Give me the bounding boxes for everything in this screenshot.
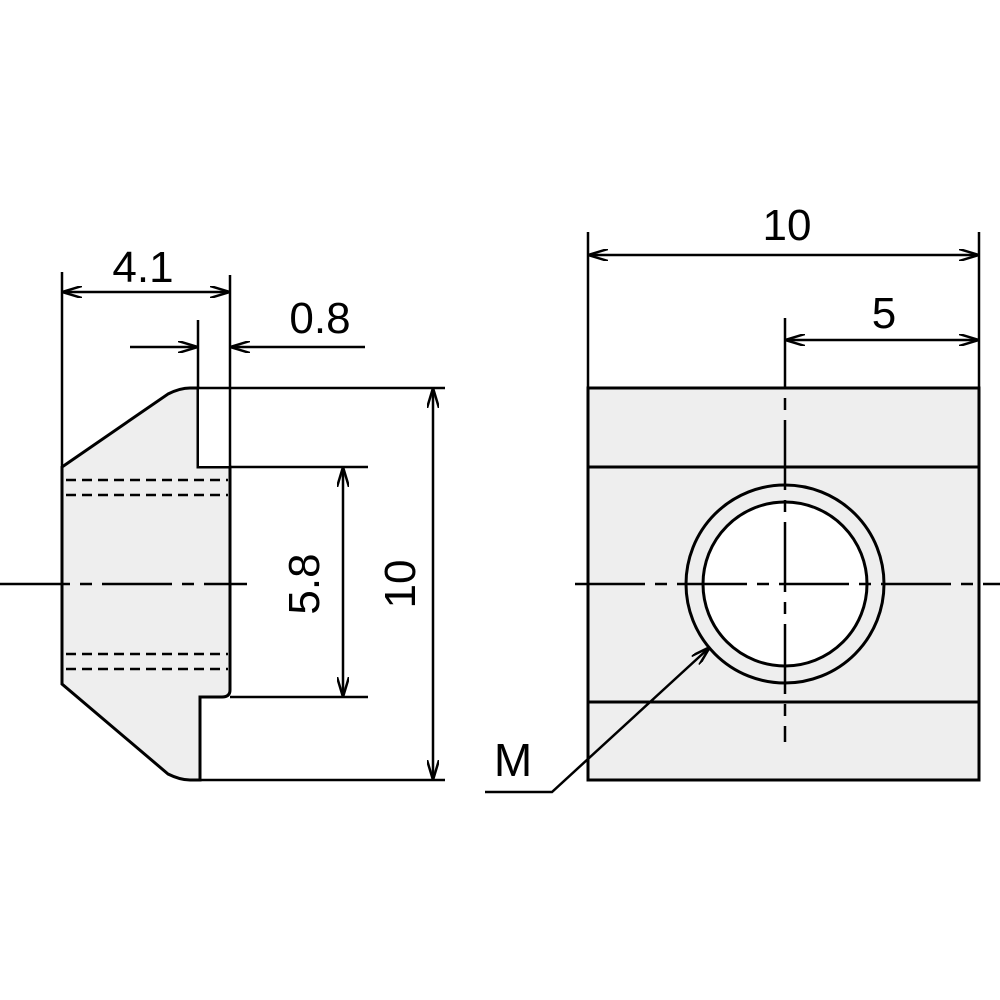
dim-width-label: 4.1 — [112, 243, 173, 292]
front-view: 10 5 M — [485, 201, 1000, 794]
dim-step-label: 0.8 — [289, 294, 350, 343]
dim-height-label: 10 — [376, 560, 425, 609]
side-view: 4.1 0.8 5.8 10 — [0, 243, 445, 782]
dim-slot-label: 5.8 — [280, 553, 329, 614]
slot-notch — [199, 389, 229, 466]
thread-leader — [485, 647, 710, 794]
dim-width-label: 10 — [763, 201, 812, 250]
dim-center-label: 5 — [872, 289, 896, 338]
thread-label: M — [494, 734, 532, 786]
